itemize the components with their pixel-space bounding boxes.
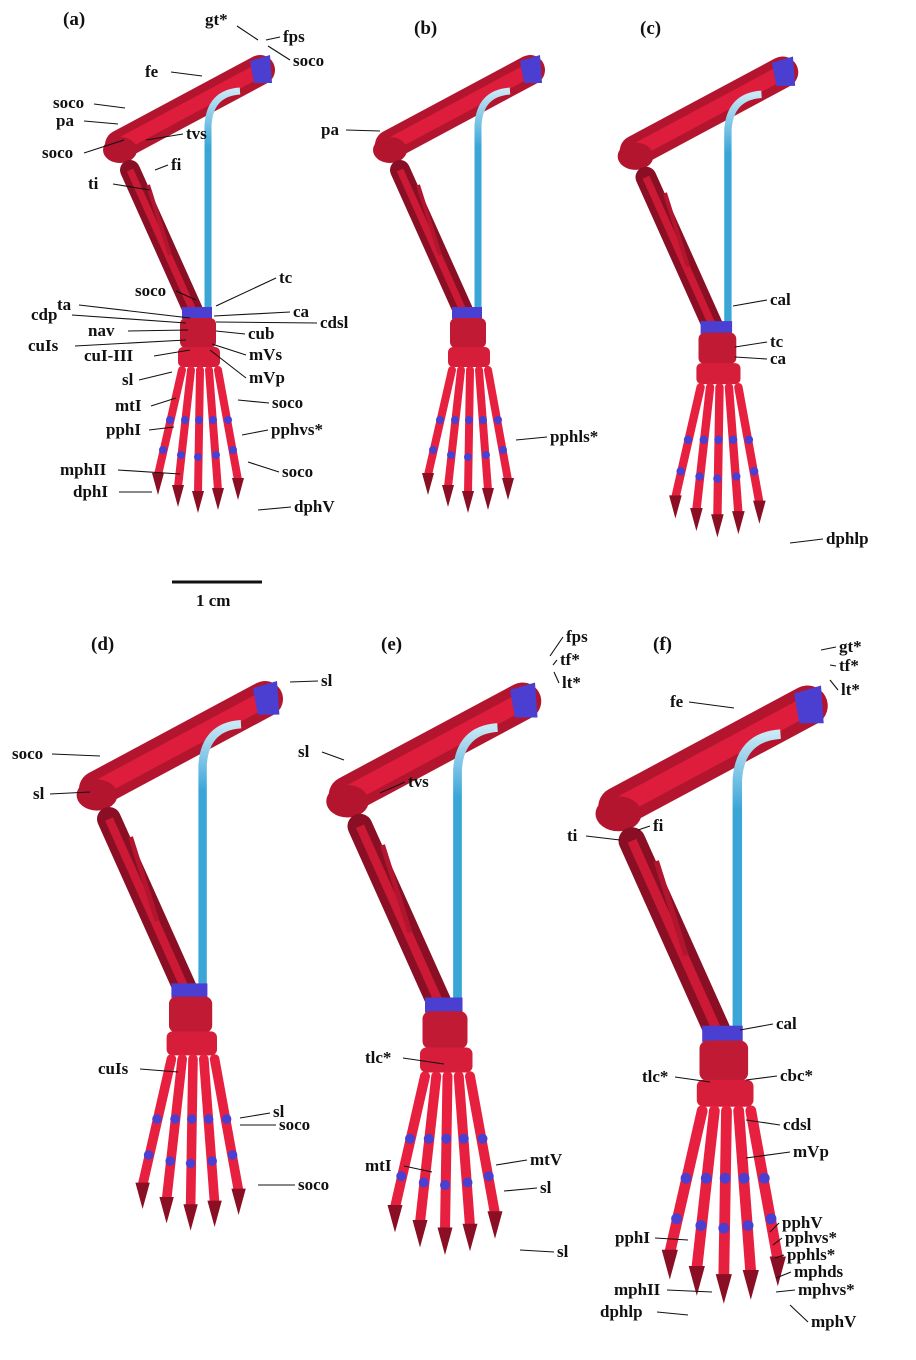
label: fi <box>171 155 182 174</box>
label: sl <box>298 742 310 761</box>
panel-letter-b: (b) <box>414 18 437 39</box>
label: tlc* <box>365 1048 391 1067</box>
label: cbc* <box>780 1066 813 1085</box>
limb-panel-b <box>373 55 542 513</box>
label: pphls* <box>550 427 598 446</box>
label: tvs <box>186 124 207 143</box>
label: soco <box>135 281 166 300</box>
label: cdp <box>31 305 57 324</box>
label: cal <box>776 1014 797 1033</box>
label: tf* <box>839 656 859 675</box>
label: mphV <box>811 1312 857 1331</box>
label: soco <box>293 51 324 70</box>
label: cub <box>248 324 274 343</box>
label: soco <box>272 393 303 412</box>
scale-bar-label: 1 cm <box>196 591 230 610</box>
label: pphI <box>615 1228 650 1247</box>
label: ti <box>88 174 99 193</box>
label: ca <box>293 302 310 321</box>
panel-letter-c: (c) <box>640 18 661 39</box>
label: dphI <box>73 482 108 501</box>
label: mphII <box>60 460 107 479</box>
label: soco <box>12 744 43 763</box>
label: mtI <box>365 1156 392 1175</box>
panel-letter-f: (f) <box>653 634 672 655</box>
labels-panel-a: gt* fps soco fe soco pa soco tvs fi ti s… <box>28 10 349 516</box>
panel-letter-d: (d) <box>91 634 114 655</box>
label: fps <box>566 627 588 646</box>
label: dphV <box>294 497 335 516</box>
label: ca <box>770 349 787 368</box>
label: soco <box>53 93 84 112</box>
label: mphvs* <box>798 1280 855 1299</box>
label: fe <box>145 62 159 81</box>
label: mVp <box>793 1142 829 1161</box>
label: mtI <box>115 396 142 415</box>
label: cal <box>770 290 791 309</box>
labels-panel-c: cal tc ca dphlp <box>770 290 869 548</box>
label: sl <box>33 784 45 803</box>
label: cuIs <box>98 1059 129 1078</box>
label: sl <box>557 1242 569 1261</box>
label: soco <box>42 143 73 162</box>
limb-panel-e <box>326 683 537 1256</box>
label: fi <box>653 816 664 835</box>
label: pphI <box>106 420 141 439</box>
limb-panel-f <box>596 686 824 1304</box>
label: tvs <box>408 772 429 791</box>
label: tlc* <box>642 1067 668 1086</box>
label: lt* <box>841 680 860 699</box>
label: cuIs <box>28 336 59 355</box>
label: soco <box>279 1115 310 1134</box>
label: mVp <box>249 368 285 387</box>
label: tc <box>279 268 293 287</box>
label: ti <box>567 826 578 845</box>
label: mVs <box>249 345 282 364</box>
label: soco <box>282 462 313 481</box>
label: fps <box>283 27 305 46</box>
label: mphII <box>614 1280 661 1299</box>
label: ta <box>57 295 72 314</box>
label: fe <box>670 692 684 711</box>
label: dphlp <box>600 1302 643 1321</box>
label: nav <box>88 321 115 340</box>
label: gt* <box>205 10 228 29</box>
label: mphds <box>794 1262 844 1281</box>
label: pphvs* <box>271 420 323 439</box>
label: lt* <box>562 673 581 692</box>
label: sl <box>321 671 333 690</box>
label: sl <box>122 370 134 389</box>
panel-letter-e: (e) <box>381 634 402 655</box>
label: soco <box>298 1175 329 1194</box>
label: cuI-III <box>84 346 134 365</box>
label: cdsl <box>320 313 349 332</box>
label: cdsl <box>783 1115 812 1134</box>
label: dphlp <box>826 529 869 548</box>
panel-letter-a: (a) <box>63 9 85 30</box>
label: mtV <box>530 1150 563 1169</box>
label: sl <box>540 1178 552 1197</box>
label: gt* <box>839 637 862 656</box>
limb-panel-d <box>77 681 280 1231</box>
limb-panel-c <box>618 57 795 538</box>
label: pa <box>321 120 339 139</box>
label: pa <box>56 111 74 130</box>
label: tf* <box>560 650 580 669</box>
